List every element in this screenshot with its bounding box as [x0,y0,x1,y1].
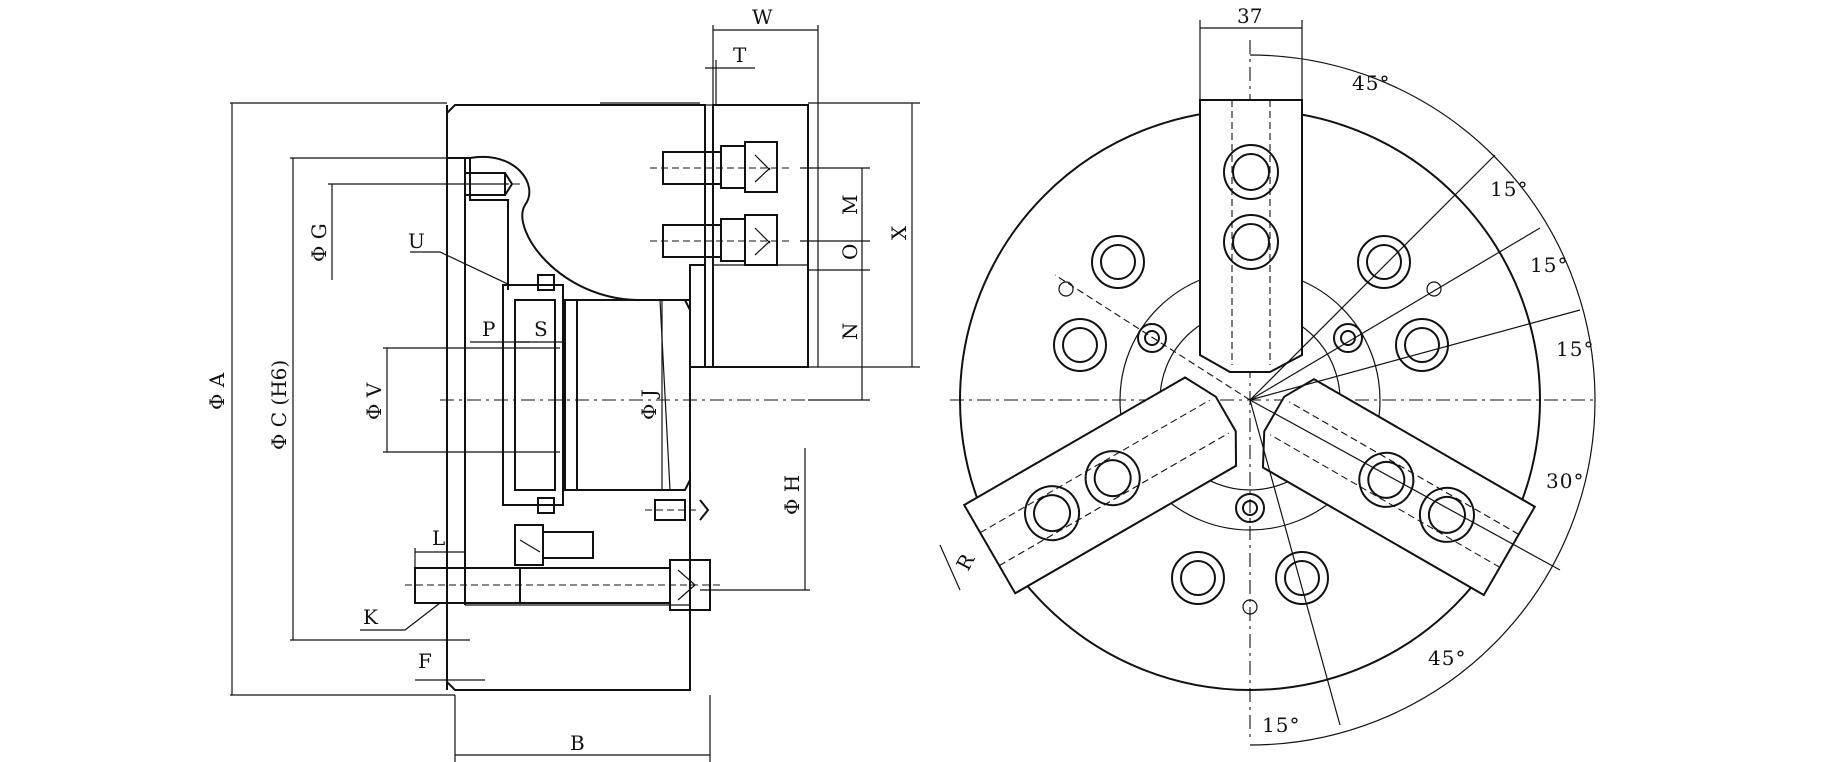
dim-r-line [939,544,961,591]
jaw-body [712,104,809,368]
label-r: R [951,549,980,574]
angle-45-top: 45° [1352,71,1390,95]
label-dia-v: Φ V [362,382,386,420]
label-dia-j: Φ J [637,389,661,420]
jaw-bolt-upper [650,141,790,193]
u-leader [410,251,511,286]
label-jaw-width: 37 [1237,4,1262,28]
jaw-bolt-lower [650,214,790,266]
mounting-bolt [405,559,720,611]
side-view: Φ A Φ C (H6) Φ G U P S Φ V Φ J Φ H L K F… [205,5,920,762]
label-dia-a: Φ A [205,372,229,410]
label-u: U [408,229,425,253]
angle-15-upper: 15° [1490,177,1528,201]
label-dia-h: Φ H [780,475,804,515]
label-x: X [887,225,911,240]
jaw-top [1199,99,1303,373]
label-p: P [482,317,495,341]
label-dia-g: Φ G [307,223,331,262]
label-n: N [838,323,862,341]
angle-arc [1249,54,1596,746]
jaw-left [1261,378,1537,597]
draw-tube [502,274,691,514]
jaw-right [962,376,1238,595]
label-w: W [752,5,773,29]
angle-30: 30° [1546,469,1584,493]
front-view: 37 R 45° 15° 15° 15° 30° 45° 15° [939,4,1596,746]
lower-screw-short [645,499,710,521]
label-s: S [534,317,548,341]
angle-rays [1054,154,1581,726]
label-t: T [733,43,747,67]
label-k: K [363,605,379,629]
angle-15-middle: 15° [1530,253,1568,277]
label-m: M [838,195,862,215]
angle-15-bottom: 15° [1262,713,1300,737]
lower-screw-small [514,524,594,566]
inner-pocket-curve [469,155,690,301]
label-f: F [418,649,432,673]
angle-15-lower: 15° [1556,337,1594,361]
angle-45-bottom: 45° [1428,646,1466,670]
label-o: O [838,244,862,260]
face-bolts [1053,235,1449,615]
label-l: L [432,526,445,550]
label-b: B [570,731,585,755]
k-leader [360,602,441,631]
label-dia-c: Φ C (H6) [267,360,291,450]
